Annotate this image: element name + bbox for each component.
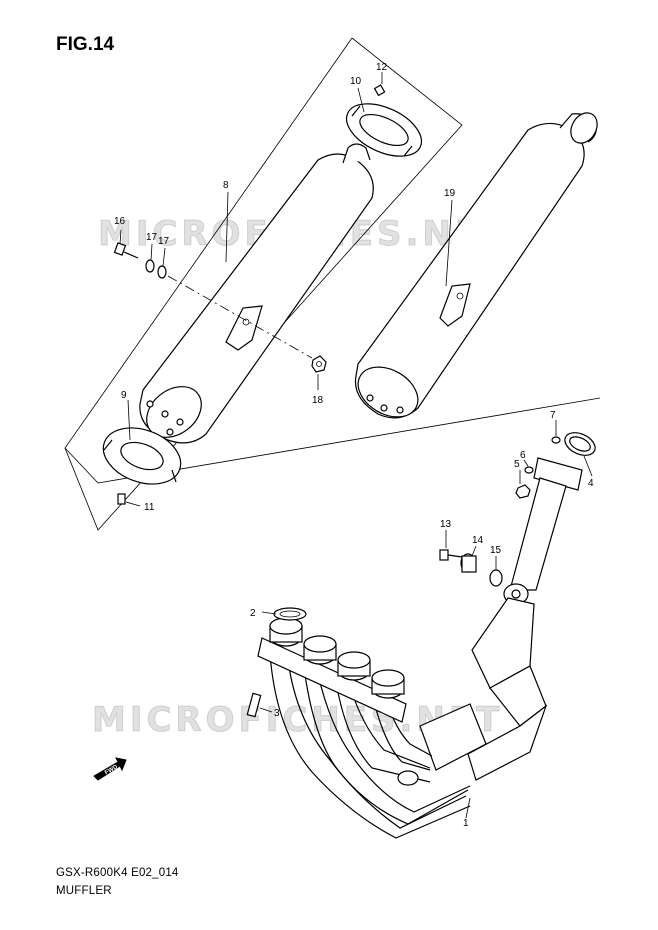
figure-code: GSX-R600K4 E02_014 — [56, 867, 179, 879]
hardware-5-6-7 — [515, 436, 561, 499]
exhaust-header — [257, 457, 583, 839]
muffler-right — [354, 112, 598, 419]
callout-12: 12 — [376, 62, 388, 73]
leader-lines — [119, 72, 593, 819]
muffler-left — [139, 143, 374, 444]
callout-3: 3 — [274, 708, 280, 719]
callout-2: 2 — [250, 608, 256, 619]
callout-8: 8 — [223, 180, 229, 191]
callout-17b: 17 — [158, 236, 170, 247]
callout-13: 13 — [440, 519, 452, 530]
callout-18: 18 — [312, 395, 324, 406]
screw-11 — [117, 493, 141, 507]
callout-numbers: 1 2 3 4 5 6 7 8 9 10 11 12 13 14 15 16 1… — [114, 62, 594, 829]
muffler-group-outline — [64, 37, 601, 531]
callout-7: 7 — [550, 410, 556, 421]
callout-15: 15 — [490, 545, 502, 556]
callout-1: 1 — [463, 818, 469, 829]
callout-10: 10 — [350, 76, 362, 87]
gasket-2 — [273, 607, 307, 621]
bolt-16-washers-17 — [113, 242, 313, 359]
callout-4: 4 — [588, 478, 594, 489]
nut-18 — [311, 355, 327, 373]
callout-19: 19 — [444, 188, 456, 199]
screw-12 — [373, 84, 386, 97]
callout-17a: 17 — [146, 232, 158, 243]
gasket-4 — [564, 432, 596, 456]
callout-9: 9 — [121, 390, 127, 401]
callout-5: 5 — [514, 459, 520, 470]
callout-11: 11 — [144, 502, 155, 513]
stud-3 — [246, 692, 262, 718]
figure-name: MUFFLER — [56, 885, 112, 897]
callout-14: 14 — [472, 535, 484, 546]
forward-arrow-icon: FWD — [93, 757, 127, 781]
figure-title: FIG.14 — [56, 34, 115, 55]
end-cap-top — [345, 103, 423, 157]
callout-16: 16 — [114, 216, 126, 227]
end-cap-bottom — [102, 427, 182, 485]
callout-6: 6 — [520, 450, 526, 461]
